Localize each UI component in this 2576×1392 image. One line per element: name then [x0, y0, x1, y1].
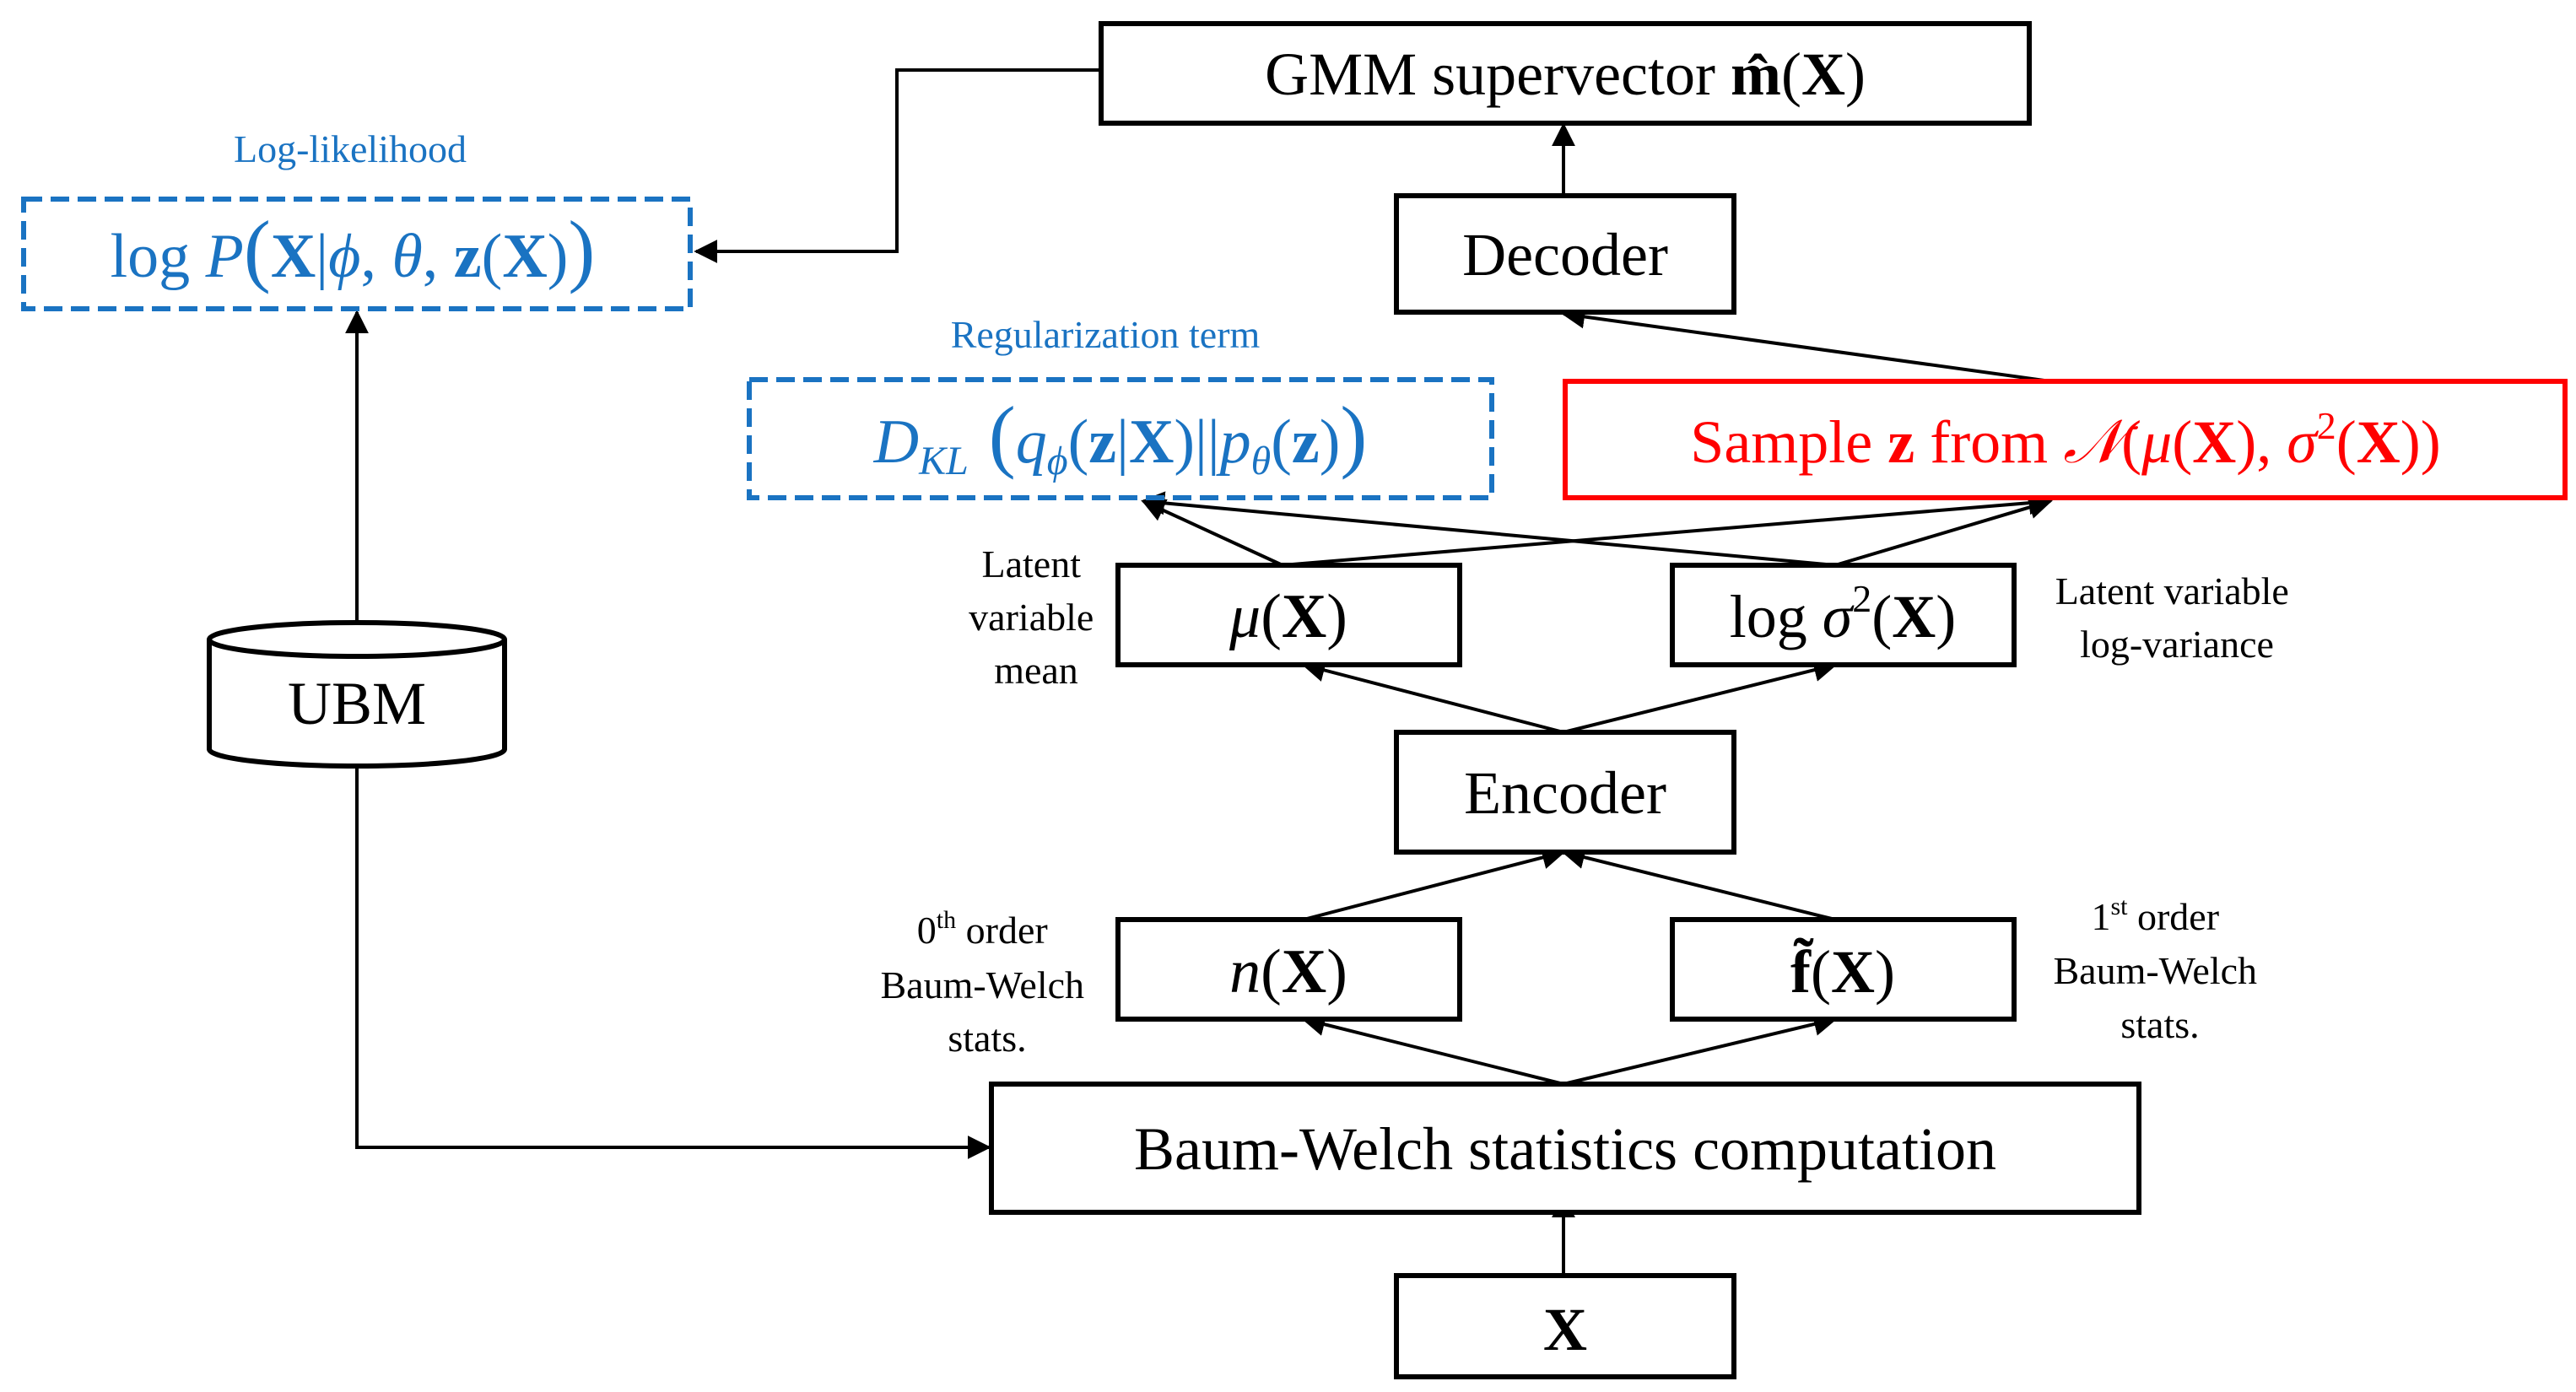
- log-sigma-label: log σ2(X): [1730, 577, 1957, 650]
- edge-ubm-bw: [355, 766, 991, 1159]
- edge-n-encoder: [1303, 845, 1566, 921]
- baum-welch-label: Baum-Welch statistics computation: [1134, 1115, 1996, 1183]
- regularization-term-title: Regularization term: [951, 313, 1261, 356]
- kl-divergence-label: DKL (qϕ(z|X)||pθ(z)): [873, 390, 1368, 483]
- zeroth-order-annotation: 0th order Baum-Welch stats.: [880, 906, 1094, 1060]
- latent-mean-annotation: Latent variable mean: [969, 542, 1104, 692]
- ubm-cylinder: UBM: [207, 620, 507, 769]
- n-label: n(X): [1229, 937, 1347, 1006]
- gmm-supervector-label: GMM supervector m̂(X): [1265, 40, 1866, 108]
- x-input-label: X: [1543, 1296, 1587, 1363]
- gmm-supervector-node: GMM supervector m̂(X): [1099, 21, 2032, 126]
- edge-encoder-logsigma: [1563, 658, 1838, 734]
- edge-sample-decoder: [1561, 305, 2051, 383]
- log-likelihood-node: log P(X|ϕ, θ, z(X)): [21, 197, 693, 311]
- encoder-label: Encoder: [1464, 759, 1666, 827]
- kl-divergence-node: DKL (qϕ(z|X)||pθ(z)): [747, 377, 1494, 500]
- edge-mu-kl: [1141, 499, 1283, 567]
- edge-f-encoder: [1561, 845, 1836, 921]
- edge-encoder-mu: [1301, 658, 1564, 734]
- decoder-label: Decoder: [1462, 221, 1668, 289]
- sample-z-node: Sample z from 𝒩(μ(X), σ2(X)): [1563, 379, 2568, 500]
- edge-bw-n: [1301, 1012, 1564, 1086]
- edge-mu-sample: [1282, 491, 2053, 567]
- log-sigma-node: log σ2(X): [1670, 563, 2017, 667]
- encoder-node: Encoder: [1394, 730, 1736, 855]
- f-label: f̃(X): [1790, 937, 1895, 1006]
- latent-logvar-annotation: Latent variable log-variance: [2055, 569, 2299, 666]
- decoder-node: Decoder: [1394, 193, 1736, 315]
- log-likelihood-label: log P(X|ϕ, θ, z(X)): [111, 204, 596, 294]
- x-input-node: X: [1394, 1273, 1736, 1379]
- first-order-annotation: 1st order Baum-Welch stats.: [2053, 893, 2266, 1046]
- sample-z-label: Sample z from 𝒩(μ(X), σ2(X)): [1690, 404, 2440, 476]
- n-node: n(X): [1115, 917, 1462, 1022]
- mu-node: μ(X): [1115, 563, 1462, 667]
- f-node: f̃(X): [1670, 917, 2017, 1022]
- edge-logsigma-sample: [1834, 495, 2053, 567]
- ubm-label: UBM: [288, 670, 426, 737]
- log-likelihood-title: Log-likelihood: [234, 127, 467, 170]
- mu-label: μ(X): [1229, 582, 1347, 651]
- edge-gmm-loglik: [694, 68, 1101, 263]
- edge-logsigma-kl: [1141, 491, 1836, 567]
- baum-welch-node: Baum-Welch statistics computation: [989, 1082, 2141, 1215]
- connections: [345, 68, 2053, 1276]
- edge-bw-f: [1563, 1012, 1838, 1086]
